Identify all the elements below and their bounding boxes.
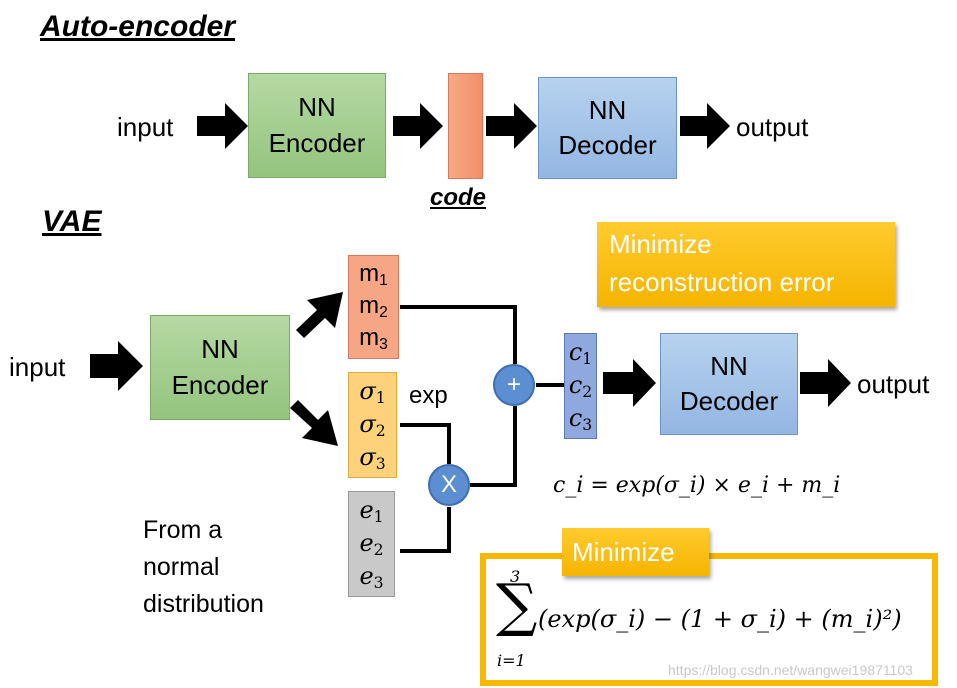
c-item-2: c2 [568, 371, 593, 401]
arrow-encoder-to-m [296, 292, 343, 338]
arrow-c-to-decoder [603, 359, 656, 407]
line-times-to-plus [470, 406, 517, 487]
sigma-item-2: σ2 [359, 410, 386, 440]
sigma-item-3: σ3 [359, 442, 386, 473]
ae-decoder-line1: NN [588, 94, 627, 125]
connector-lines [400, 305, 564, 553]
recon-callout-line1: Minimize [609, 229, 712, 259]
e-item-3: e3 [359, 561, 384, 592]
ae-encoder-line1: NN [298, 92, 336, 123]
vae-decoder-line2: Decoder [679, 386, 779, 416]
minimize-callout: Minimize [562, 528, 709, 576]
vae-encoder-box: NN Encoder [150, 315, 290, 420]
note-line2: normal [143, 553, 220, 581]
block-arrows [90, 103, 851, 446]
code-label: code [430, 184, 487, 211]
note-line1: From a [143, 516, 223, 544]
times-node: X [428, 464, 470, 506]
e-item-1: e1 [359, 496, 384, 527]
exp-label: exp [409, 382, 448, 409]
noise-vector: e1 e2 e3 [348, 491, 395, 597]
vae-input-label: input [9, 352, 66, 382]
line-e-to-times [400, 507, 451, 553]
sum-upper-limit: 3 [510, 567, 521, 586]
vae-decoder-box: NN Decoder [660, 333, 798, 435]
arrow-vae-input-to-encoder [90, 341, 143, 391]
ae-encoder-box: NN Encoder [248, 73, 386, 178]
arrow-code-to-decoder [486, 103, 537, 149]
e-item-2: e2 [359, 529, 384, 559]
autoencoder-heading: Auto-encoder [40, 10, 235, 43]
arrow-decoder-to-output [680, 103, 730, 149]
c-vector: c1 c2 c3 [564, 333, 597, 439]
sum-lower-limit: i=1 [497, 651, 526, 670]
vae-encoder-line2: Encoder [171, 369, 269, 400]
c-equation: c_i = exp(σ_i) × e_i + m_i [553, 473, 841, 498]
ae-decoder-box: NN Decoder [538, 77, 677, 179]
kl-frame [480, 553, 938, 686]
normal-distribution-note: From a normal distribution [143, 512, 264, 623]
watermark: https://blog.csdn.net/wangwei19871103 [668, 662, 913, 678]
vae-output-label: output [857, 369, 930, 399]
c-item-1: c1 [568, 338, 593, 369]
recon-callout-line2: reconstruction error [609, 266, 835, 297]
arrow-vae-decoder-to-output [800, 359, 851, 407]
note-line3: distribution [143, 590, 264, 618]
m-item-1: m1 [359, 260, 388, 289]
m-item-2: m2 [359, 292, 388, 321]
vae-decoder-line1: NN [710, 350, 748, 381]
ae-output-label: output [736, 112, 809, 142]
ae-input-label: input [117, 112, 174, 142]
vae-encoder-line1: NN [201, 334, 239, 365]
m-vector: m1 m2 m3 [348, 255, 399, 359]
sigma-vector: σ1 σ2 σ3 [348, 372, 397, 478]
reconstruction-callout: Minimize reconstruction error [597, 222, 895, 307]
line-sigma-to-times [400, 423, 451, 464]
vae-heading: VAE [42, 205, 102, 238]
c-item-3: c3 [568, 403, 593, 434]
m-item-3: m3 [359, 324, 388, 353]
code-bar [448, 73, 483, 179]
sum-body: (exp(σ_i) − (1 + σ_i) + (m_i)²) [538, 605, 902, 633]
sigma-item-1: σ1 [359, 377, 386, 408]
sum-symbol: ∑ [496, 571, 538, 639]
arrow-encoder-to-code [393, 103, 443, 149]
ae-decoder-line2: Decoder [558, 130, 657, 160]
line-m-to-plus [400, 305, 517, 364]
arrow-encoder-to-sigma [290, 400, 338, 446]
plus-node: + [493, 364, 535, 406]
arrow-input-to-encoder [197, 103, 248, 149]
ae-encoder-line2: Encoder [268, 127, 366, 158]
